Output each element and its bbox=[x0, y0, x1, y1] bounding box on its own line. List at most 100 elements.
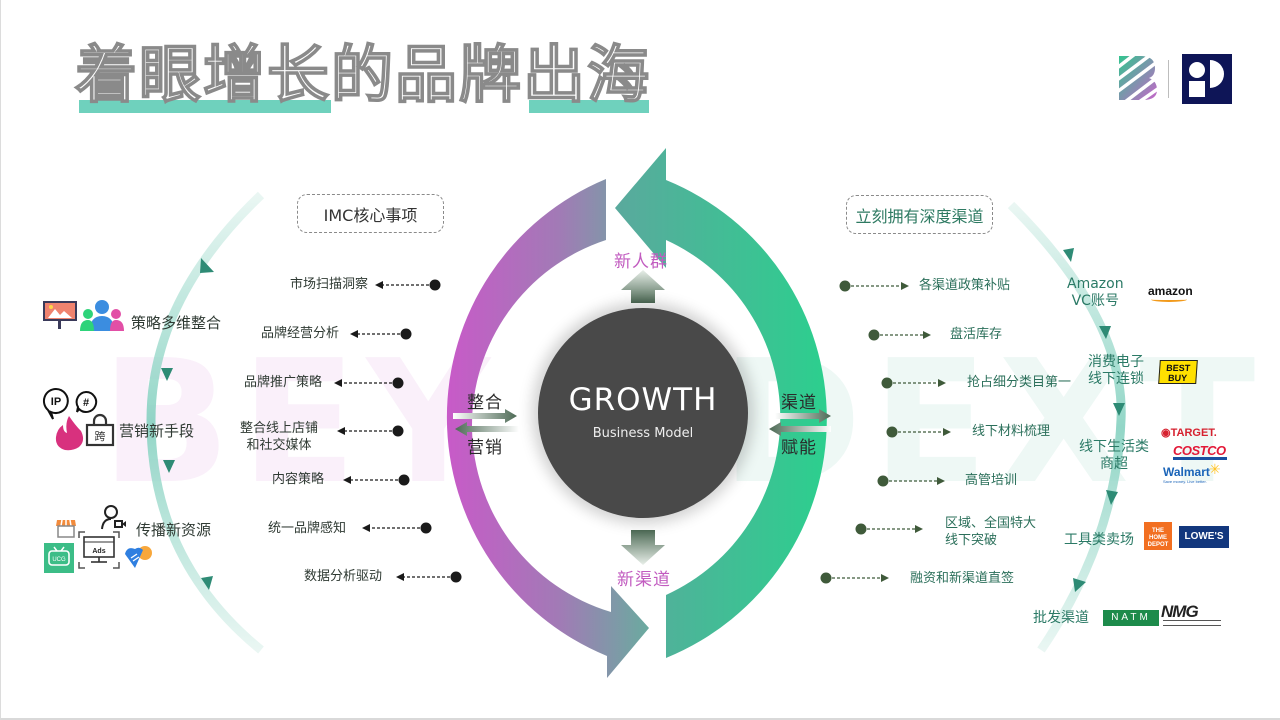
growth-circle: GROWTH Business Model bbox=[538, 308, 748, 518]
channel-amazon-vc: Amazon VC账号 bbox=[1067, 276, 1124, 309]
amazon-logo: amazon bbox=[1148, 284, 1193, 298]
left-connectors bbox=[334, 279, 462, 583]
left-item-5: 内容策略 bbox=[271, 472, 324, 487]
lowes-logo: LOWE'S bbox=[1179, 526, 1229, 548]
left-item-2: 品牌经营分析 bbox=[260, 326, 339, 341]
left-connector-dot-2 bbox=[400, 328, 412, 340]
natm-logo: NATM bbox=[1103, 610, 1159, 626]
page-title: 着眼增长的品牌出海 bbox=[74, 38, 652, 111]
title-highlight-right bbox=[529, 100, 649, 113]
watermark-left: BEY bbox=[101, 324, 500, 522]
left-cycle-arrow bbox=[446, 179, 649, 678]
right-connector-dot-5 bbox=[877, 475, 889, 487]
right-connector-arrowhead-5 bbox=[937, 477, 945, 485]
right-arrow-left bbox=[769, 422, 831, 436]
left-item-3: 品牌推广策略 bbox=[243, 375, 322, 390]
left-flow-arrow-1 bbox=[200, 258, 214, 273]
right-item-1: 各渠道政策补贴 bbox=[919, 278, 1011, 293]
svg-text:跨: 跨 bbox=[95, 430, 106, 443]
costco-wholesale-bar bbox=[1173, 457, 1227, 460]
hashtag-bubble-icon: # bbox=[75, 390, 98, 413]
marketing-label: 营销 bbox=[467, 438, 503, 458]
new-channel-label: 新渠道 bbox=[617, 570, 671, 590]
left-connector-dot-6 bbox=[420, 522, 432, 534]
channel-label: 渠道 bbox=[781, 393, 817, 413]
right-connector-dot-6 bbox=[855, 523, 867, 535]
logo-separator bbox=[1168, 60, 1169, 98]
left-flow-arrow-2 bbox=[161, 368, 173, 381]
brand-logo bbox=[1117, 54, 1159, 102]
right-flow-arrow-1 bbox=[1063, 248, 1074, 262]
right-connectors bbox=[820, 280, 951, 584]
left-item-7: 数据分析驱动 bbox=[303, 569, 382, 584]
left-item-6: 统一品牌感知 bbox=[267, 521, 346, 536]
up-arrow bbox=[621, 270, 665, 303]
nmg-subtitle-lines bbox=[1163, 620, 1221, 626]
ip-bubble-icon: IP bbox=[42, 387, 69, 420]
target-logo: ◉TARGET. bbox=[1161, 427, 1217, 439]
right-connector-dot-1 bbox=[839, 280, 851, 292]
channel-wholesale: 批发渠道 bbox=[1033, 610, 1089, 626]
right-item-3: 抢占细分类目第一 bbox=[967, 375, 1072, 390]
title-highlight-left bbox=[79, 100, 331, 113]
left-arrow-left bbox=[455, 422, 519, 436]
right-flow-arc bbox=[1007, 201, 1126, 653]
costco-logo: COSTCO bbox=[1173, 443, 1226, 458]
ip-logo bbox=[1182, 54, 1232, 104]
svg-text:#: # bbox=[83, 397, 89, 409]
ads-screen-icon: Ads bbox=[78, 531, 120, 569]
right-connector-arrowhead-1 bbox=[901, 282, 909, 290]
right-flow-arrow-2 bbox=[1099, 326, 1111, 339]
homedepot-logo: THE HOME DEPOT bbox=[1144, 522, 1172, 550]
svg-text:Ads: Ads bbox=[92, 548, 105, 555]
left-connector-dot-3 bbox=[392, 377, 404, 389]
left-flow-arrow-4 bbox=[201, 576, 213, 590]
right-connector-arrowhead-6 bbox=[915, 525, 923, 533]
right-connector-arrowhead-7 bbox=[881, 574, 889, 582]
right-item-5: 高管培训 bbox=[965, 473, 1018, 488]
svg-text:UCG: UCG bbox=[52, 557, 66, 563]
right-flow-arrow-3 bbox=[1113, 403, 1125, 416]
right-connector-arrowhead-4 bbox=[943, 428, 951, 436]
growth-subtitle: Business Model bbox=[592, 426, 694, 441]
ugc-tv-icon: UCG bbox=[44, 543, 74, 573]
right-connector-dot-4 bbox=[886, 426, 898, 438]
left-connector-arrowhead-3 bbox=[334, 379, 342, 387]
side-group-new-marketing: 营销新手段 bbox=[119, 422, 195, 440]
billboard-icon bbox=[43, 301, 77, 329]
left-connector-arrowhead-6 bbox=[362, 524, 370, 532]
right-item-2: 盘活库存 bbox=[950, 327, 1003, 342]
down-arrow bbox=[621, 530, 665, 565]
left-item-1: 市场扫描洞察 bbox=[289, 277, 368, 292]
left-connector-arrowhead-1 bbox=[375, 281, 383, 289]
left-connector-arrowhead-2 bbox=[350, 330, 358, 338]
right-item-4: 线下材料梳理 bbox=[972, 424, 1051, 439]
left-connector-dot-1 bbox=[429, 279, 441, 291]
right-connector-arrowhead-3 bbox=[938, 379, 946, 387]
right-connector-dot-2 bbox=[868, 329, 880, 341]
left-connector-dot-5 bbox=[398, 474, 410, 486]
walmart-tagline: Save money. Live better. bbox=[1163, 479, 1207, 484]
left-flow-arrow-3 bbox=[163, 460, 175, 473]
storefront-icon bbox=[56, 519, 76, 538]
influencer-icon bbox=[101, 505, 126, 530]
left-connector-arrowhead-5 bbox=[343, 476, 351, 484]
integrate-label: 整合 bbox=[467, 393, 503, 413]
heart-hand-icon bbox=[125, 546, 152, 568]
side-group-new-resources: 传播新资源 bbox=[136, 521, 212, 539]
right-connector-arrowhead-2 bbox=[923, 331, 931, 339]
right-item-7: 融资和新渠道直签 bbox=[910, 571, 1015, 586]
right-item-6: 区域、全国特大 线下突破 bbox=[945, 516, 1037, 548]
right-cycle-arrow bbox=[615, 148, 827, 658]
deep-channel-box: 立刻拥有深度渠道 bbox=[846, 195, 993, 234]
left-item-4: 整合线上店铺 和社交媒体 bbox=[239, 421, 318, 453]
left-connector-arrowhead-4 bbox=[337, 427, 345, 435]
svg-text:IP: IP bbox=[51, 396, 61, 408]
walmart-logo: Walmart bbox=[1163, 465, 1210, 479]
walmart-spark-icon: ✳ bbox=[1209, 462, 1221, 478]
amazon-smile-icon bbox=[1151, 297, 1187, 302]
fire-icon bbox=[55, 416, 84, 451]
left-connector-dot-4 bbox=[392, 425, 404, 437]
cross-border-bag-icon: 跨 bbox=[85, 413, 115, 447]
channel-consumer-electronics: 消费电子 线下连锁 bbox=[1088, 354, 1144, 387]
